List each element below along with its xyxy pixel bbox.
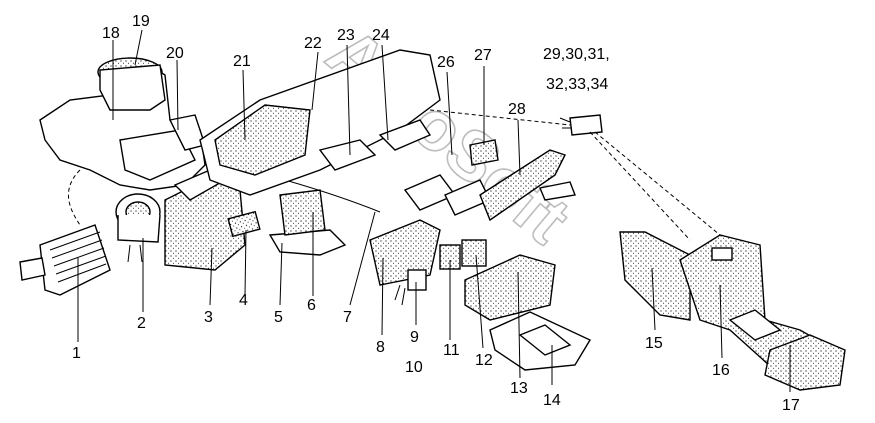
lock-part (539, 181, 576, 201)
callout-23: 23 (337, 27, 355, 44)
heater-core-part (19, 224, 111, 296)
console-tray-part (464, 254, 556, 321)
callout-15: 15 (645, 335, 663, 352)
ashtray-opening-part (518, 324, 572, 356)
switch-12-part (461, 239, 487, 267)
callout-13: 13 (510, 380, 528, 397)
leader-lines (77, 29, 791, 392)
callout-27: 27 (474, 47, 492, 64)
callout-8: 8 (376, 339, 385, 356)
center-panel-part (369, 219, 441, 286)
plate-27-part (469, 139, 499, 166)
dash-line-heater (67, 169, 81, 226)
glovebox-lid-part (479, 149, 566, 222)
cable-part (284, 179, 381, 213)
connector-part (569, 114, 603, 136)
callout-32-34: 32,33,34 (546, 76, 608, 93)
instrument-panel-part (199, 49, 441, 196)
callout-2: 2 (137, 315, 146, 332)
callout-28: 28 (508, 101, 526, 118)
console-tray-opening (728, 309, 782, 341)
wire-10-part (394, 284, 406, 306)
callout-26: 26 (437, 54, 455, 71)
callout-17: 17 (782, 397, 800, 414)
dash-line-connector-15 (589, 131, 691, 241)
callout-1: 1 (72, 345, 81, 362)
side-panel-part (619, 231, 691, 321)
callout-5: 5 (274, 309, 283, 326)
callout-14: 14 (543, 392, 561, 409)
callout-22: 22 (304, 35, 322, 52)
callout-20: 20 (166, 45, 184, 62)
blower-motor-part (115, 193, 161, 263)
heater-housing-part (39, 57, 206, 191)
callout-24: 24 (372, 27, 390, 44)
callout-16: 16 (712, 362, 730, 379)
switch-9-part (407, 269, 427, 291)
callout-21: 21 (233, 53, 251, 70)
callout-6: 6 (307, 297, 316, 314)
callout-29-31: 29,30,31, (543, 46, 610, 63)
callout-11: 11 (443, 342, 460, 359)
callout-9: 9 (410, 329, 419, 346)
heater-control-part (279, 189, 326, 236)
connector-wire (559, 117, 572, 129)
callout-3: 3 (204, 309, 213, 326)
callout-7: 7 (343, 309, 352, 326)
dash-line-dash-panel (429, 109, 571, 126)
console-slot (711, 247, 733, 261)
dash-line-connector-16 (594, 131, 721, 236)
callout-4: 4 (239, 292, 248, 309)
callout-19: 19 (132, 13, 150, 30)
callout-10: 10 (405, 359, 423, 376)
rear-console-part (764, 334, 846, 391)
callout-18: 18 (102, 25, 120, 42)
callout-12: 12 (475, 352, 493, 369)
